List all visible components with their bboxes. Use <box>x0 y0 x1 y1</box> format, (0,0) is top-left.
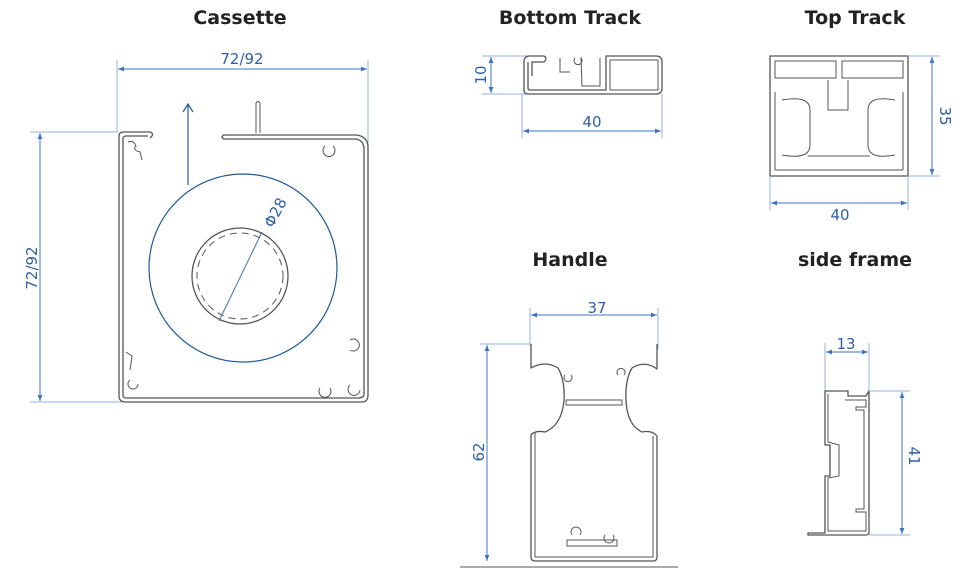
side-frame-height-label: 41 <box>905 446 923 465</box>
top-track-height-label: 35 <box>936 106 954 125</box>
bottom-track-section: Bottom Track 10 40 <box>472 7 663 138</box>
top-track-title: Top Track <box>805 7 906 29</box>
cassette-height-label: 72/92 <box>23 246 41 289</box>
arrow-up-icon <box>182 102 194 113</box>
top-track-section: Top Track 35 40 <box>769 7 954 224</box>
handle-title: Handle <box>532 249 607 271</box>
bottom-track-height-label: 10 <box>472 65 490 84</box>
bottom-track-profile <box>523 55 663 95</box>
roll-diameter-circle <box>148 173 338 363</box>
top-track-inner <box>774 60 904 171</box>
handle-inner <box>534 367 654 558</box>
side-frame-profile <box>807 390 870 536</box>
handle-height-label: 62 <box>470 442 488 461</box>
top-track-profile <box>769 55 909 177</box>
handle-profile <box>530 344 658 562</box>
tube-diameter-label: Φ28 <box>260 195 290 231</box>
handle-width-label: 37 <box>587 299 606 317</box>
side-frame-inner <box>827 394 867 532</box>
roller-tube-inner <box>196 232 284 320</box>
bottom-track-width-label: 40 <box>582 113 601 131</box>
side-frame-width-label: 13 <box>836 335 855 353</box>
cassette-section: Cassette 72/92 72/92 Φ28 <box>23 7 369 403</box>
cassette-title: Cassette <box>193 7 286 29</box>
side-frame-title: side frame <box>798 249 912 271</box>
top-track-width-label: 40 <box>830 206 849 224</box>
bottom-track-inner <box>559 56 659 91</box>
roller-tube-outer <box>191 227 289 325</box>
handle-section: Handle 37 62 <box>460 249 678 568</box>
cassette-frame-profile <box>118 131 369 403</box>
cassette-width-label: 72/92 <box>220 50 263 68</box>
cassette-grooves <box>125 141 361 398</box>
bottom-track-title: Bottom Track <box>499 7 641 29</box>
tube-diameter-dimension <box>218 231 263 322</box>
cassette-lip <box>255 101 261 133</box>
side-frame-section: side frame 13 41 <box>798 249 923 536</box>
